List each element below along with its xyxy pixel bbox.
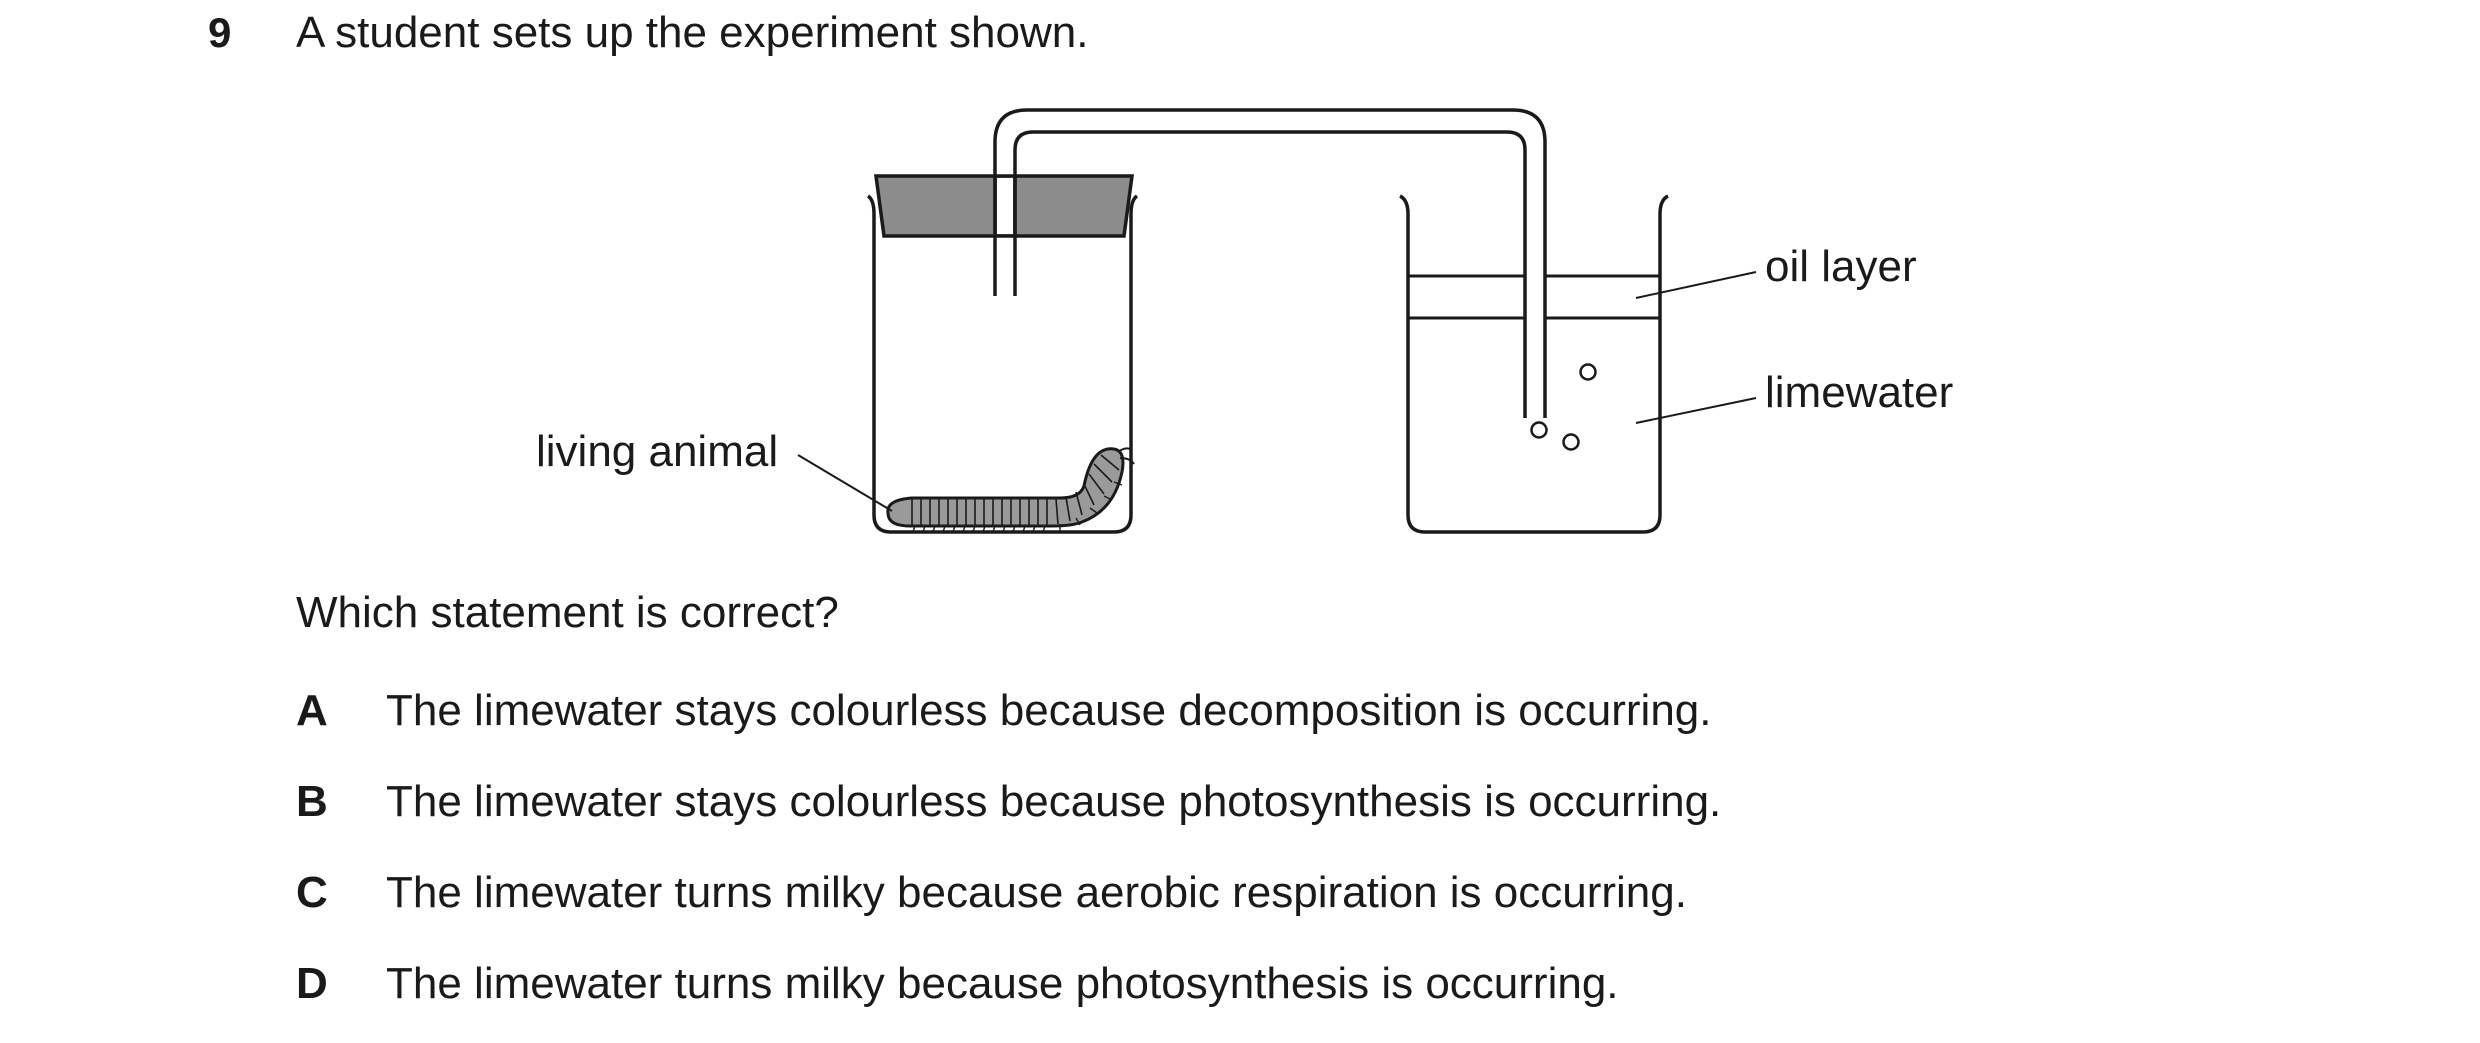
question-text: A student sets up the experiment shown. xyxy=(296,8,1089,57)
option-letter: B xyxy=(296,777,328,826)
limewater-label: limewater xyxy=(1765,368,1953,417)
question-number: 9 xyxy=(208,9,232,56)
oil-layer-label: oil layer xyxy=(1765,242,1917,291)
option-text: The limewater stays colourless because p… xyxy=(386,777,1722,826)
experiment-diagram: living animal oil layer limewater xyxy=(536,108,1953,534)
limewater-beaker xyxy=(1399,194,1669,534)
living-animal-leader xyxy=(797,454,893,512)
option-letter: C xyxy=(296,868,328,917)
option-text: The limewater turns milky because photos… xyxy=(386,959,1619,1008)
oil-layer-leader xyxy=(1635,271,1757,299)
limewater-leader xyxy=(1635,397,1757,424)
question-prompt: Which statement is correct? xyxy=(296,588,839,637)
animal-flask xyxy=(866,194,1139,534)
delivery-tube xyxy=(993,108,1547,418)
option-text: The limewater turns milky because aerobi… xyxy=(386,868,1687,917)
living-animal-label: living animal xyxy=(536,427,778,476)
oil-layer-lines xyxy=(1408,274,1660,320)
gas-bubbles xyxy=(1530,363,1597,451)
option-text: The limewater stays colourless because d… xyxy=(386,686,1712,735)
option-letter: A xyxy=(296,686,328,735)
option-letter: D xyxy=(296,959,328,1008)
living-animal xyxy=(886,447,1135,533)
